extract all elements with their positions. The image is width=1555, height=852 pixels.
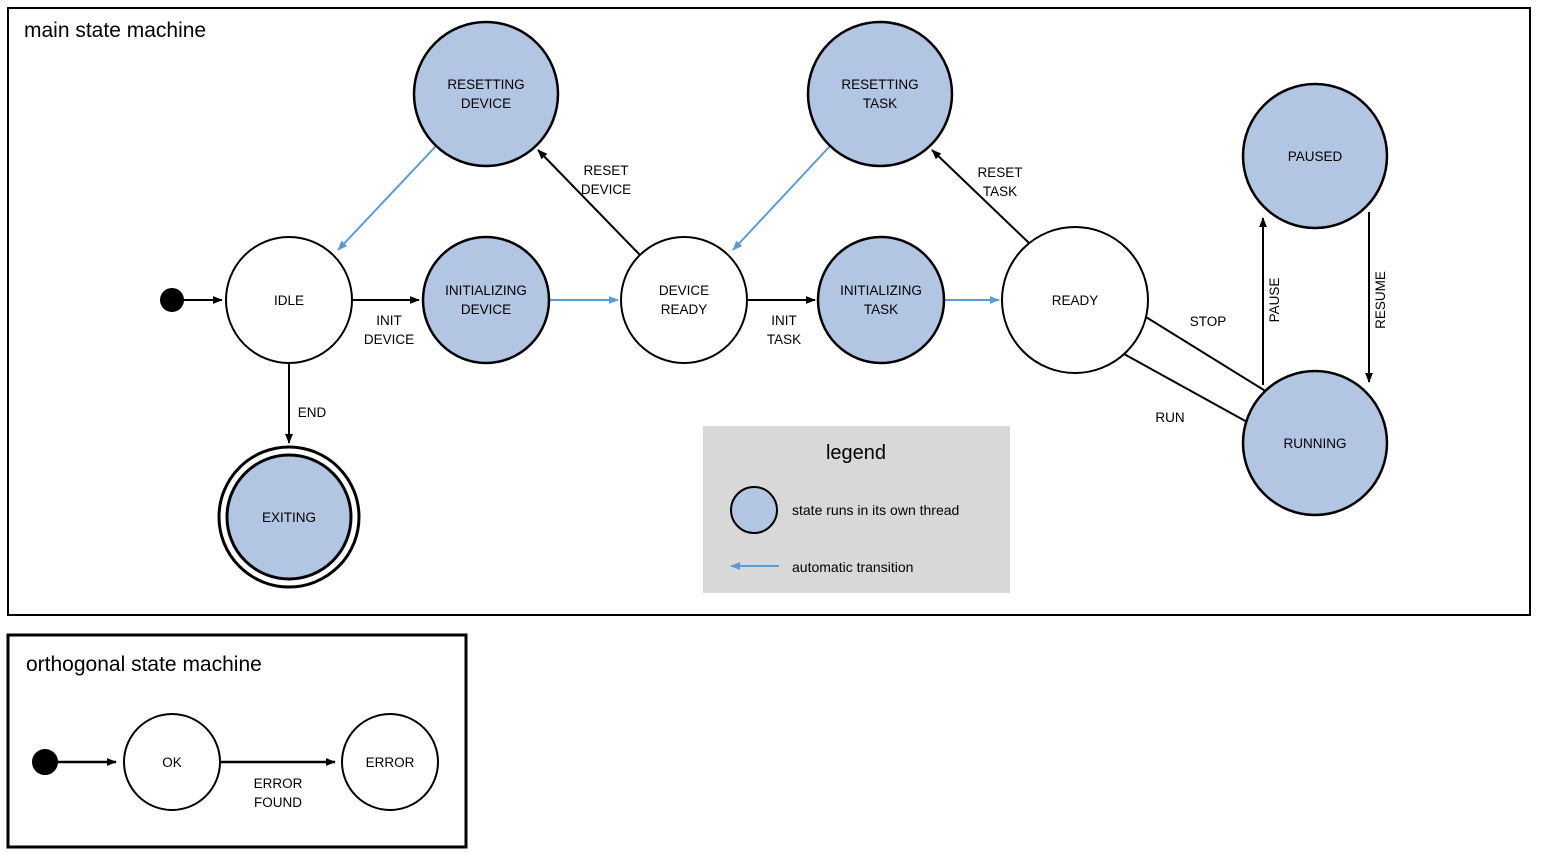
edge-label-run: RUN <box>1155 410 1184 425</box>
transition-running-to-paused: PAUSE <box>1259 217 1282 385</box>
state-idle-label: IDLE <box>274 293 304 308</box>
legend-title: legend <box>826 442 886 464</box>
edge-label-reset-device-line2: DEVICE <box>581 182 631 197</box>
state-resetting-task-label-line1: RESETTING <box>841 77 918 92</box>
state-initializing-device-label-line1: INITIALIZING <box>445 283 527 298</box>
edge-label-init-device-line1: INIT <box>376 313 402 328</box>
transition-device-ready-to-resetting-device: RESET DEVICE <box>537 149 641 256</box>
state-initializing-device-label-line2: DEVICE <box>461 302 511 317</box>
transition-ready-to-resetting-task: RESET TASK <box>931 149 1030 244</box>
state-running-label: RUNNING <box>1284 436 1347 451</box>
state-resetting-device[interactable]: RESETTING DEVICE <box>412 20 560 168</box>
edge-label-reset-device-line1: RESET <box>583 163 628 178</box>
edge-label-error-found-line2: FOUND <box>254 795 302 810</box>
state-initializing-task-label-line2: TASK <box>864 302 898 317</box>
edge-label-reset-task-line1: RESET <box>977 165 1022 180</box>
legend-thread-state-text: state runs in its own thread <box>792 502 959 518</box>
legend-thread-state-swatch-icon <box>730 486 778 534</box>
edge-label-pause: PAUSE <box>1267 278 1282 323</box>
transition-ready-to-running: RUN <box>1123 353 1259 429</box>
transition-resetting-device-to-idle <box>337 145 437 251</box>
edge-label-init-device-line2: DEVICE <box>364 332 414 347</box>
main-frame-title: main state machine <box>24 19 206 42</box>
state-initializing-task[interactable]: INITIALIZING TASK <box>816 235 946 365</box>
state-idle[interactable]: IDLE <box>225 236 353 364</box>
edge-label-init-task-line2: TASK <box>767 332 801 347</box>
transition-paused-to-running: RESUME <box>1365 212 1388 383</box>
transition-resetting-task-to-device-ready <box>732 145 831 251</box>
transition-ok-to-error: ERROR FOUND <box>220 758 336 810</box>
state-paused-label: PAUSED <box>1288 149 1343 164</box>
transition-device-ready-to-initializing-task: INIT TASK <box>747 296 816 347</box>
state-ready-label: READY <box>1052 293 1099 308</box>
edge-label-error-found-line1: ERROR <box>254 776 303 791</box>
state-ok[interactable]: OK <box>123 713 221 811</box>
edge-label-reset-task-line2: TASK <box>983 184 1017 199</box>
state-initializing-task-label-line1: INITIALIZING <box>840 283 922 298</box>
edge-label-end: END <box>298 405 327 420</box>
state-device-ready-label-line1: DEVICE <box>659 283 709 298</box>
state-initializing-device[interactable]: INITIALIZING DEVICE <box>421 235 551 365</box>
state-error[interactable]: ERROR <box>341 713 439 811</box>
orthogonal-start-node[interactable] <box>32 749 58 775</box>
state-running[interactable]: RUNNING <box>1241 369 1389 517</box>
transition-idle-to-initializing-device: INIT DEVICE <box>352 296 420 347</box>
transition-idle-to-exiting: END <box>285 363 327 444</box>
edge-label-resume: RESUME <box>1373 271 1388 329</box>
state-resetting-device-label-line2: DEVICE <box>461 96 511 111</box>
orthogonal-frame-title: orthogonal state machine <box>26 653 262 676</box>
state-paused[interactable]: PAUSED <box>1241 82 1389 230</box>
legend-auto-transition-text: automatic transition <box>792 559 913 575</box>
state-error-label: ERROR <box>366 755 415 770</box>
transition-running-to-ready: STOP <box>1132 308 1268 393</box>
state-resetting-device-label-line1: RESETTING <box>447 77 524 92</box>
state-ok-label: OK <box>162 755 182 770</box>
state-device-ready-label-line2: READY <box>661 302 708 317</box>
state-device-ready[interactable]: DEVICE READY <box>620 236 748 364</box>
state-exiting-label: EXITING <box>262 510 316 525</box>
edge-label-init-task-line1: INIT <box>771 313 797 328</box>
main-start-node[interactable] <box>160 288 184 312</box>
state-ready[interactable]: READY <box>1001 226 1149 374</box>
state-resetting-task[interactable]: RESETTING TASK <box>806 20 954 168</box>
edge-label-stop: STOP <box>1190 314 1227 329</box>
state-resetting-task-label-line2: TASK <box>863 96 897 111</box>
legend: legend state runs in its own thread auto… <box>703 426 1010 593</box>
state-exiting[interactable]: EXITING <box>217 445 361 589</box>
